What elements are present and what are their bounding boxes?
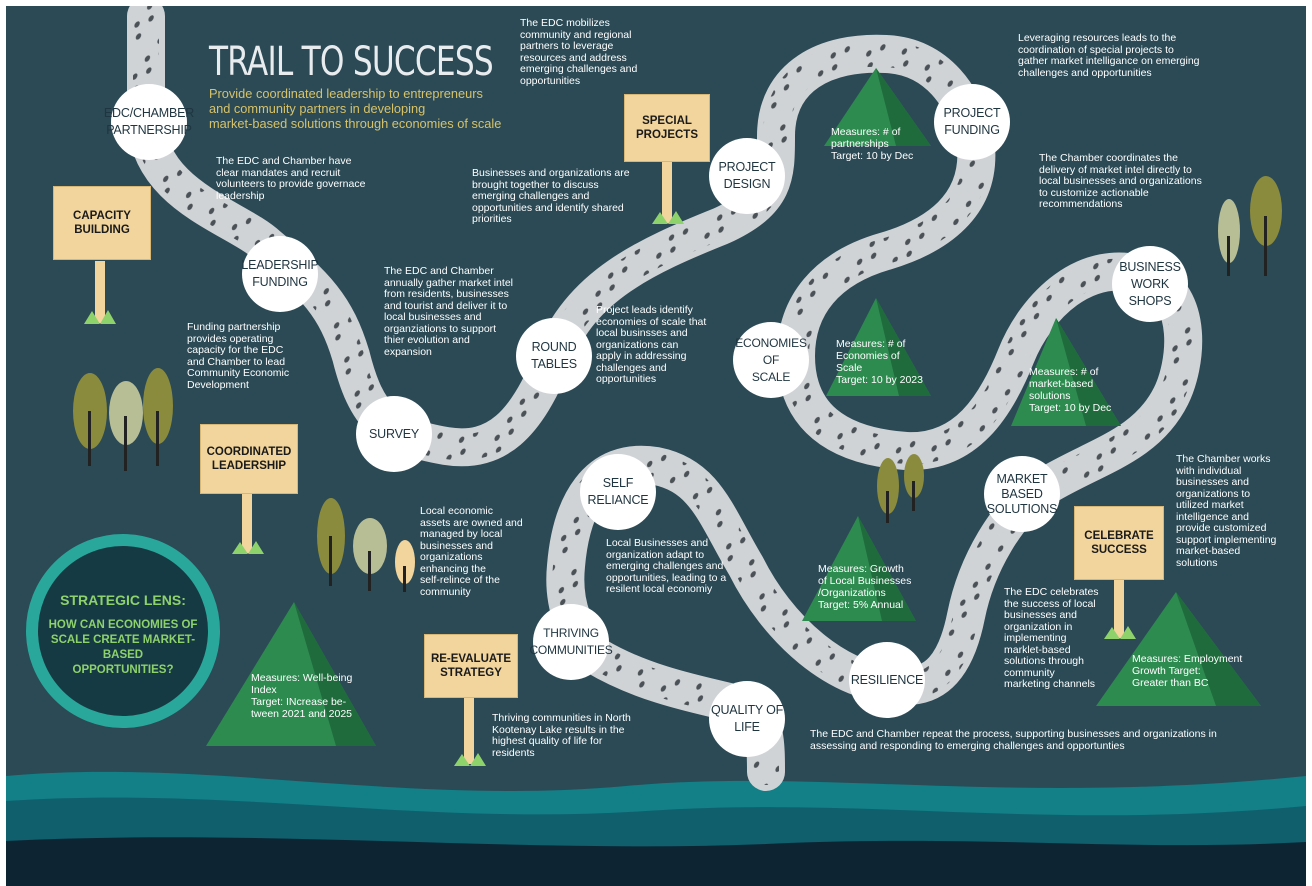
grass-tufts [84,211,1136,766]
node-survey: SURVEY [356,396,432,472]
measure-business-growth: Measures: Growth of Local Businesses /Or… [818,563,912,611]
sign-capacity-building: CAPACITY BUILDING [53,186,151,260]
node-self-reliance: SELF RELIANCE [580,454,656,530]
node-quality-of-life: QUALITY OF LIFE [709,681,785,757]
page-title: TRAIL TO SUCCESS [209,39,494,85]
text-funding-partnership: Funding partnership provides operating c… [187,321,290,391]
mountains [206,68,1261,746]
measure-market-based-solutions: Measures: # of market-based solutions Ta… [1029,366,1112,414]
sign-celebrate-success: CELEBRATE SUCCESS [1074,506,1164,580]
sign-coordinated-leadership: COORDINATED LEADERSHIP [200,424,298,494]
node-project-design: PROJECT DESIGN [709,138,785,214]
measure-employment: Measures: Employment Growth Target: Grea… [1132,653,1243,689]
measure-wellbeing: Measures: Well-being Index Target: INcre… [251,672,353,720]
infographic-canvas: TRAIL TO SUCCESS Provide coordinated lea… [6,6,1306,886]
node-resilience: RESILIENCE [849,642,925,718]
trees [73,176,1282,592]
text-leveraging-resources: Leveraging resources leads to the coordi… [1018,32,1200,79]
text-edc-celebrates: The EDC celebrates the success of local … [1004,586,1099,690]
page-subtitle: Provide coordinated leadership to entrep… [209,86,502,131]
text-chamber-works: The Chamber works with individual busine… [1176,453,1277,569]
water-band-dark [6,837,1306,886]
measure-economies-of-scale: Measures: # of Economies of Scale Target… [836,338,923,386]
strategic-lens-question: HOW CAN ECONOMIES OF SCALE CREATE MARKET… [48,619,198,676]
node-leadership-funding: LEADERSHIP FUNDING [241,236,319,312]
node-business-workshops: BUSINESS WORK SHOPS [1112,246,1188,322]
node-round-tables: ROUND TABLES [516,318,592,394]
text-repeat-process: The EDC and Chamber repeat the process, … [810,728,1217,752]
node-edc-chamber-partnership: EDC/CHAMBER PARTNERSHIP [104,84,194,160]
trail-illustration [6,6,1306,886]
footprints [133,6,1197,785]
sign-special-projects: SPECIAL PROJECTS [624,94,710,162]
text-project-leads: Project leads identify economies of scal… [596,304,707,385]
node-project-funding: PROJECT FUNDING [934,84,1010,160]
node-economies-of-scale: ECONOMIES OF SCALE [733,322,809,398]
sign-posts [95,161,1124,764]
text-thriving-communities: Thriving communities in North Kootenay L… [492,712,631,759]
sign-re-evaluate-strategy: RE-EVALUATE STRATEGY [424,634,518,698]
strategic-lens-title: STRATEGIC LENS: [60,592,186,608]
text-coordinates-delivery: The Chamber coordinates the delivery of … [1039,152,1202,210]
text-clear-mandates: The EDC and Chamber have clear mandates … [216,155,366,202]
text-brought-together: Businesses and organizations are brought… [472,167,630,225]
text-adapt: Local Businesses and organization adapt … [606,537,727,595]
text-annual-survey: The EDC and Chamber annually gather mark… [384,265,513,358]
text-edc-mobilizes: The EDC mobilizes community and regional… [520,17,638,87]
text-local-assets: Local economic assets are owned and mana… [420,505,523,598]
node-market-based-solutions: MARKET BASED SOLUTIONS [984,456,1060,532]
node-thriving-communities: THRIVING COMMUNITIES [529,604,613,680]
measure-partnerships: Measures: # of partnerships Target: 10 b… [831,126,914,162]
